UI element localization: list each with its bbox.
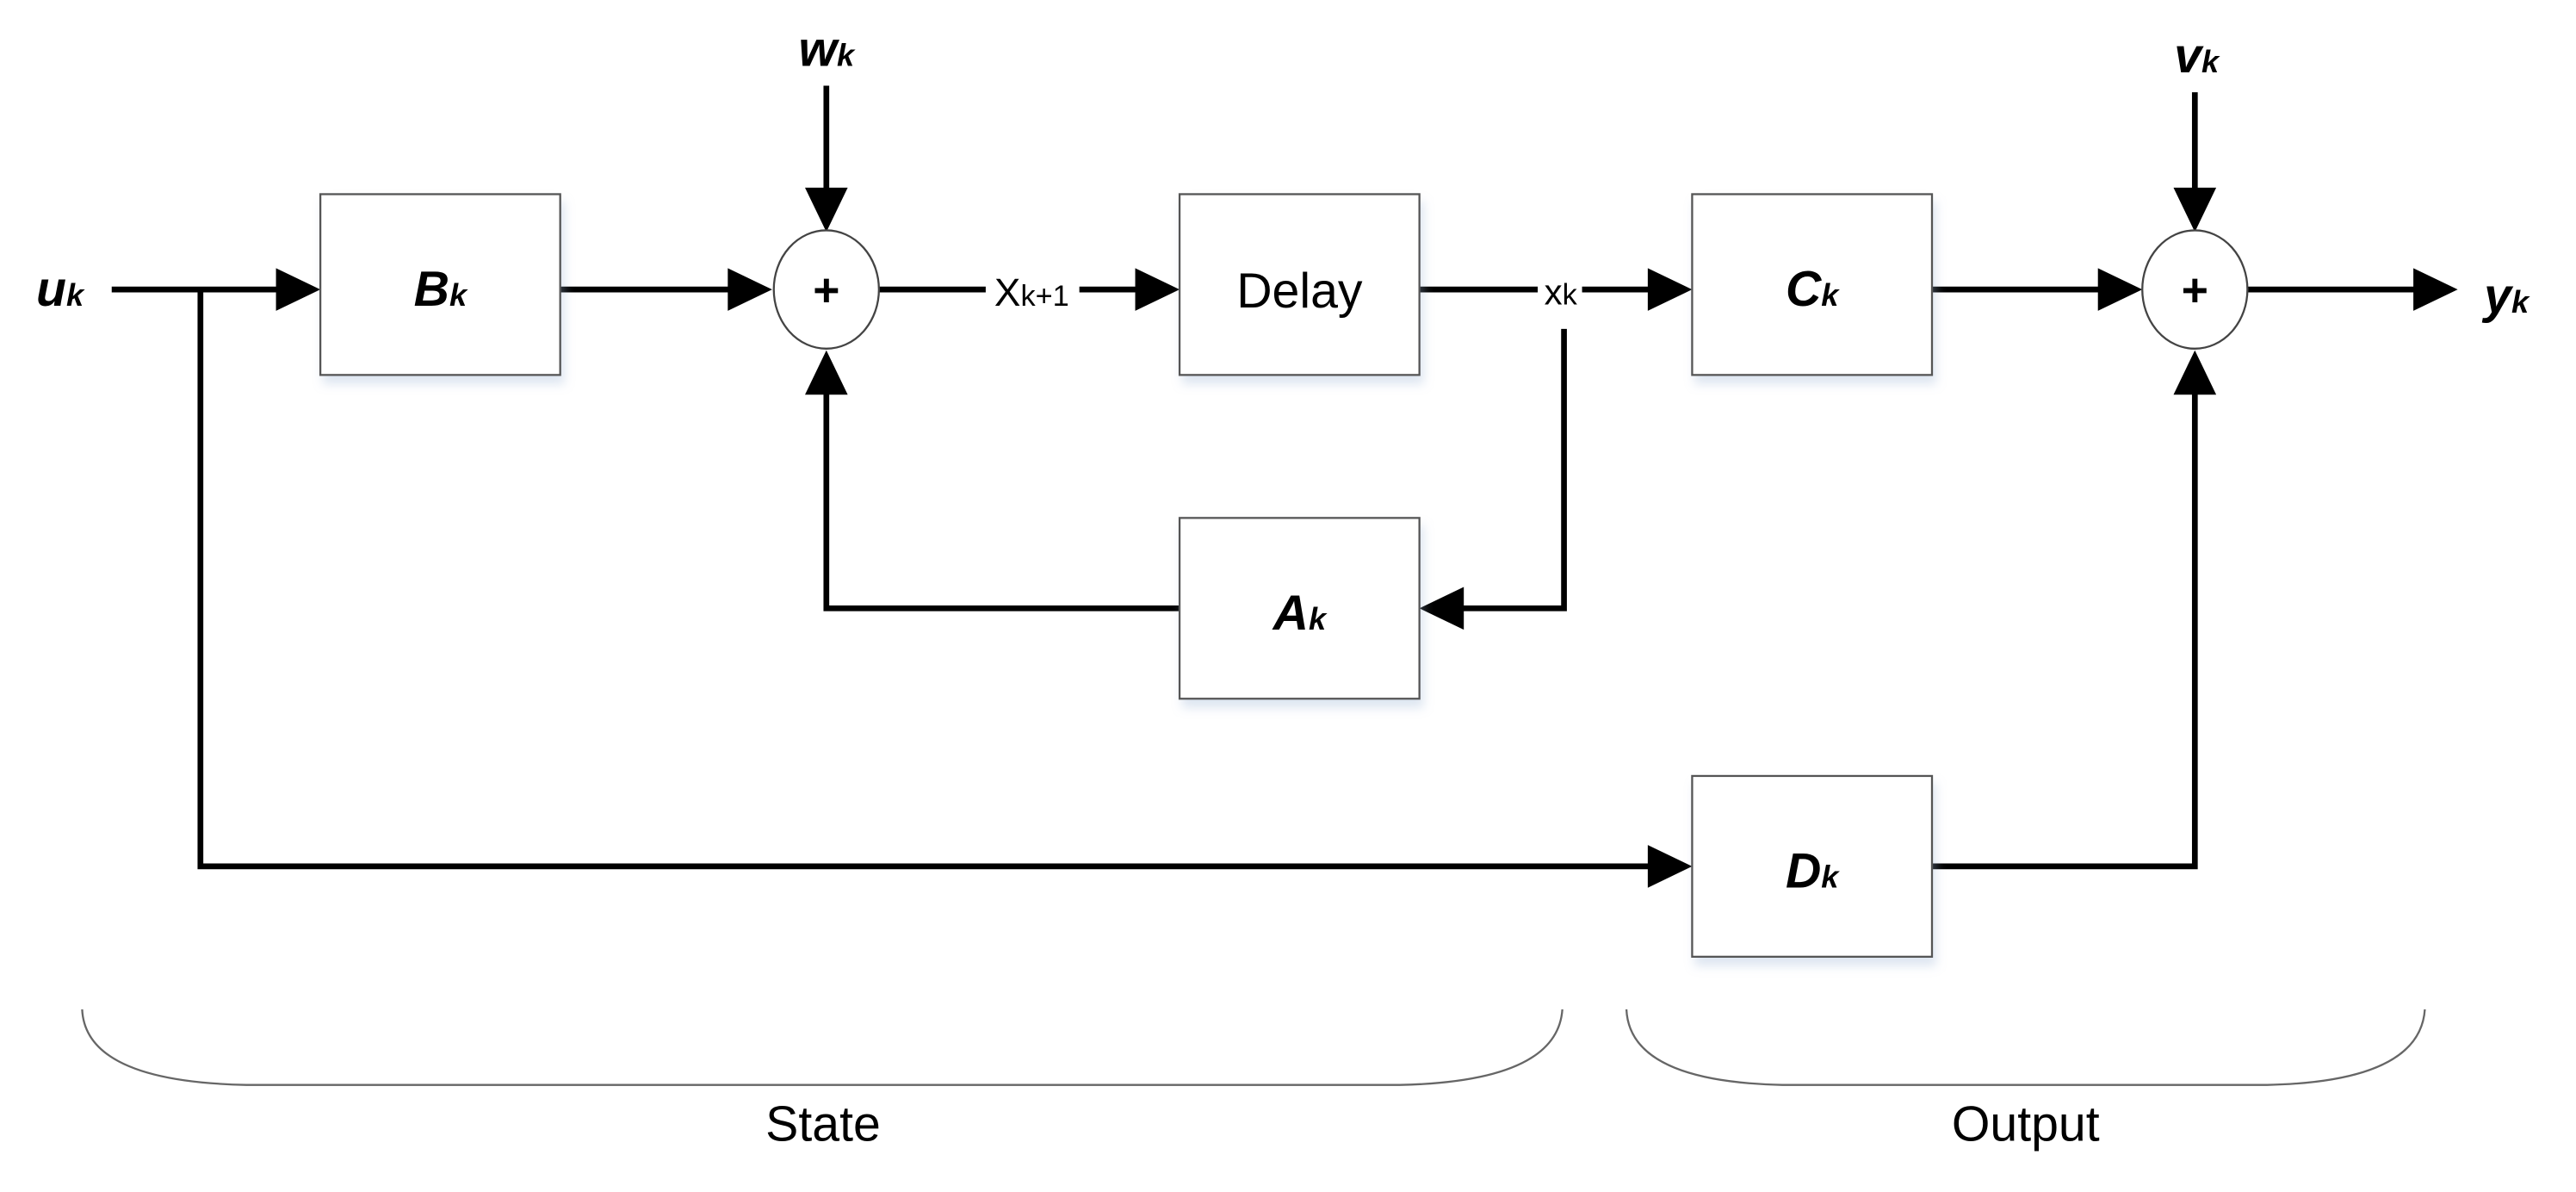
arrowhead-into-sum1-top xyxy=(805,187,848,233)
connection-wires xyxy=(111,85,2458,888)
wire-d-to-sum2 xyxy=(1932,388,2198,870)
signal-v-label: vk xyxy=(2174,28,2220,84)
arrowhead-into-sum1-left xyxy=(728,268,772,311)
arrowhead-into-sum2-top xyxy=(2173,187,2217,233)
block-b: Bk xyxy=(319,193,561,376)
arrowhead-into-sum2-bottom xyxy=(2173,350,2217,395)
svg-text:Delay: Delay xyxy=(1236,264,1363,319)
arrowhead-into-d xyxy=(1647,845,1693,888)
arrowhead-into-sum2-left xyxy=(2097,268,2143,311)
arrowhead-into-c xyxy=(1647,268,1693,311)
arrowhead-into-sum1-bottom xyxy=(805,350,848,395)
block-delay: Delay xyxy=(1178,193,1421,376)
signal-next-state-label: Xk+1 xyxy=(994,270,1069,314)
output-group-label: Output xyxy=(1952,1097,2100,1152)
signal-u-label: uk xyxy=(36,262,85,317)
svg-text:Ak: Ak xyxy=(1272,586,1328,641)
block-d: Dk xyxy=(1691,774,1934,958)
block-c: Ck xyxy=(1691,193,1934,376)
output-brace xyxy=(1625,1009,2426,1086)
svg-text:+: + xyxy=(813,265,839,316)
arrowhead-into-delay xyxy=(1135,268,1180,311)
block-a: Ak xyxy=(1178,517,1421,700)
svg-text:Ck: Ck xyxy=(1786,262,1840,317)
signal-state-label: xk xyxy=(1545,271,1578,312)
signal-y-label: yk xyxy=(2481,269,2530,324)
arrowhead-output-y xyxy=(2413,268,2458,311)
wire-x-to-a xyxy=(1458,328,1567,612)
wire-u-to-d xyxy=(197,289,1653,870)
svg-text:+: + xyxy=(2182,265,2208,316)
arrowhead-into-b xyxy=(276,268,321,311)
signal-w-label: wk xyxy=(798,22,856,78)
summing-junction-state: + xyxy=(772,229,881,350)
svg-text:Dk: Dk xyxy=(1786,844,1840,899)
wire-a-to-sum1 xyxy=(823,388,1180,612)
state-brace xyxy=(81,1009,1564,1086)
summing-junction-output: + xyxy=(2141,229,2249,350)
state-group-label: State xyxy=(765,1097,881,1152)
svg-text:Bk: Bk xyxy=(414,262,468,317)
arrowhead-into-a xyxy=(1419,587,1464,630)
